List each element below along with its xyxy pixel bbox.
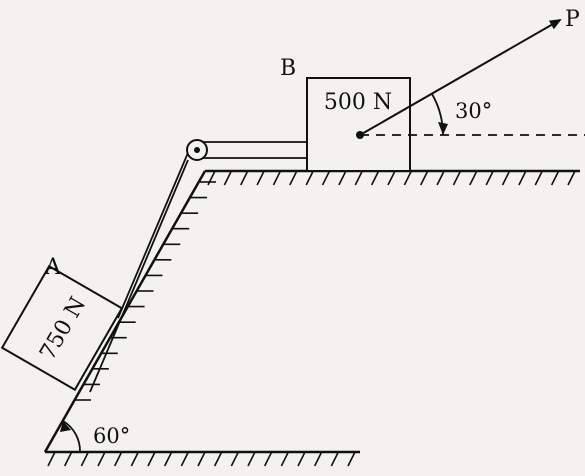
- hatch-mark: [230, 451, 240, 467]
- incline-surface: [43, 170, 216, 453]
- hatch-mark: [80, 451, 90, 467]
- hatch-mark: [223, 170, 233, 186]
- hatch-mark: [501, 170, 511, 186]
- hatch-mark: [63, 451, 73, 467]
- hatch-mark: [297, 451, 306, 467]
- hatch-mark: [347, 451, 356, 467]
- force-angle-label: 30°: [455, 99, 492, 123]
- hatch-mark: [452, 170, 462, 186]
- hatch-mark: [272, 170, 282, 186]
- hatch-mark: [289, 170, 298, 186]
- hatch-mark: [534, 170, 543, 186]
- hatch-mark: [354, 170, 363, 186]
- hatch-mark: [321, 170, 331, 186]
- hatch-mark: [387, 170, 396, 186]
- ground-surface-hatching: [47, 451, 356, 467]
- incline-angle-arc: [62, 420, 81, 453]
- hatch-mark: [485, 170, 494, 186]
- incline-surface-hatching: [75, 181, 216, 401]
- hatch-mark: [97, 451, 106, 467]
- incline-angle-arrowhead: [60, 421, 71, 432]
- hatch-mark: [280, 451, 290, 467]
- hatch-mark: [240, 170, 249, 186]
- hatch-mark: [305, 170, 314, 186]
- rope: [89, 141, 308, 393]
- hatch-mark: [518, 170, 527, 186]
- hatch-mark: [370, 170, 380, 186]
- force-p-label: P: [565, 7, 580, 32]
- block-a: 750 N: [0, 264, 124, 392]
- block-b-label: B: [280, 56, 296, 81]
- hatch-mark: [113, 451, 123, 467]
- hatch-mark: [247, 451, 256, 467]
- hatch-mark: [567, 170, 576, 186]
- hatch-mark: [163, 451, 173, 467]
- upper-surface-hatching: [207, 170, 576, 186]
- hatch-mark: [207, 170, 216, 186]
- hatch-mark: [213, 451, 223, 467]
- force-angle-arrowhead: [438, 122, 448, 135]
- pulley: [186, 139, 208, 161]
- hatch-mark: [47, 451, 56, 467]
- hatch-mark: [197, 451, 206, 467]
- hatch-mark: [338, 170, 347, 186]
- hatch-mark: [436, 170, 445, 186]
- hatch-mark: [469, 170, 478, 186]
- hatch-mark: [256, 170, 265, 186]
- hatch-mark: [550, 170, 560, 186]
- hatch-mark: [130, 451, 140, 467]
- block-b-weight: 500 N: [324, 90, 392, 115]
- hatch-mark: [420, 170, 429, 186]
- hatch-mark: [403, 170, 413, 186]
- force-p-arrow: [356, 19, 562, 139]
- incline-angle-label: 60°: [93, 424, 130, 448]
- upper-surface: [205, 169, 580, 186]
- block-a-label: A: [44, 255, 62, 280]
- ground-surface: [45, 450, 360, 467]
- hatch-mark: [313, 451, 323, 467]
- block-b: 500 N: [306, 77, 411, 172]
- hatch-mark: [330, 451, 340, 467]
- hatch-mark: [180, 451, 190, 467]
- hatch-mark: [147, 451, 156, 467]
- hatch-mark: [263, 451, 273, 467]
